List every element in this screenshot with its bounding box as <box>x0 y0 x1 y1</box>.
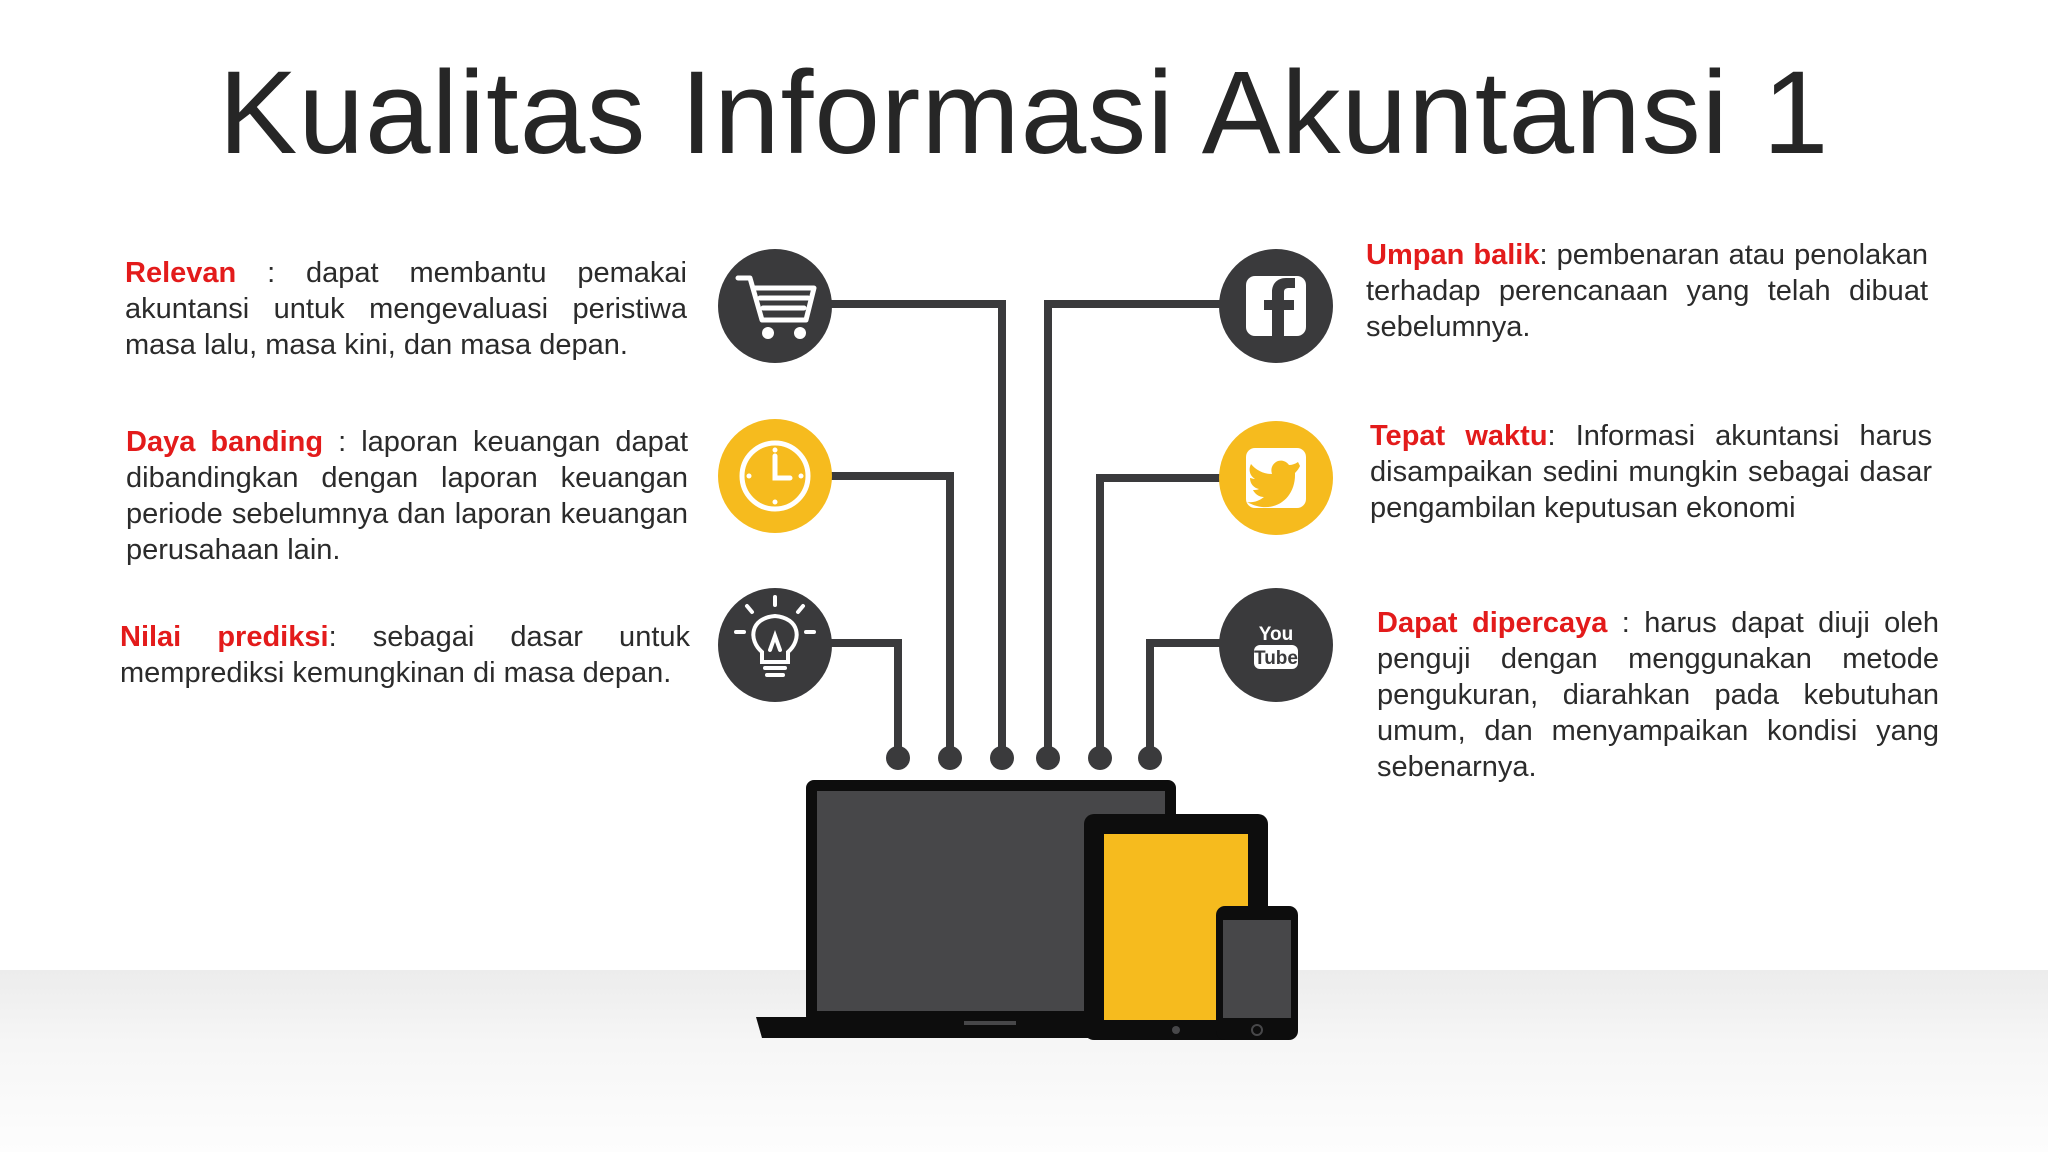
connector-dot <box>1088 746 1112 770</box>
term-label: Umpan balik <box>1366 239 1540 271</box>
connector-line <box>1146 639 1220 756</box>
description-text: pembenaran atau penolakan terhadap peren… <box>1366 239 1928 343</box>
term-label: Dapat dipercaya <box>1377 607 1608 639</box>
connector-dot <box>1036 746 1060 770</box>
description-text: Informasi akuntansi harus disampaikan se… <box>1370 420 1932 524</box>
description-text: harus dapat diuji oleh penguji dengan me… <box>1377 607 1940 783</box>
connector-line <box>830 300 1006 756</box>
description-dapat-dipercaya: Dapat dipercaya : harus dapat diuji oleh… <box>1377 607 1940 783</box>
connector-line <box>1044 300 1220 756</box>
term-label: Tepat waktu <box>1370 420 1548 452</box>
description-text: sebagai dasar untuk memprediksi kemungki… <box>120 621 691 689</box>
connector-line <box>830 639 902 756</box>
description-nilai-prediksi: Nilai prediksi: sebagai dasar untuk memp… <box>120 621 691 689</box>
connector-dot <box>990 746 1014 770</box>
term-label: Relevan <box>125 257 237 289</box>
lightbulb-icon <box>718 588 832 702</box>
term-label: Nilai prediksi <box>120 621 329 653</box>
youtube-icon: You Tube <box>1219 588 1333 702</box>
connector-line <box>830 472 954 756</box>
description-text: dapat membantu pemakai akuntansi untuk m… <box>125 257 687 361</box>
description-tepat-waktu: Tepat waktu: Informasi akuntansi harus d… <box>1370 420 1932 524</box>
page-title: Kualitas Informasi Akuntansi 1 <box>218 47 1830 179</box>
term-label: Daya banding <box>126 426 324 458</box>
description-daya-banding: Daya banding : laporan keuangan dapat di… <box>126 426 688 566</box>
facebook-icon <box>1219 249 1333 363</box>
connector-dot <box>938 746 962 770</box>
svg-text:You: You <box>1259 624 1293 645</box>
connector-dot <box>1138 746 1162 770</box>
clock-icon <box>718 419 832 533</box>
cart-icon <box>718 249 832 363</box>
twitter-icon <box>1219 421 1333 535</box>
description-umpan-balik: Umpan balik: pembenaran atau penolakan t… <box>1366 239 1928 343</box>
description-relevan: Relevan : dapat membantu pemakai akuntan… <box>125 257 687 361</box>
svg-text:Tube: Tube <box>1254 648 1298 669</box>
description-text: laporan keuangan dapat dibandingkan deng… <box>126 426 688 566</box>
connector-line <box>1096 474 1220 756</box>
connector-dot <box>886 746 910 770</box>
phone-illustration <box>1216 906 1298 1040</box>
